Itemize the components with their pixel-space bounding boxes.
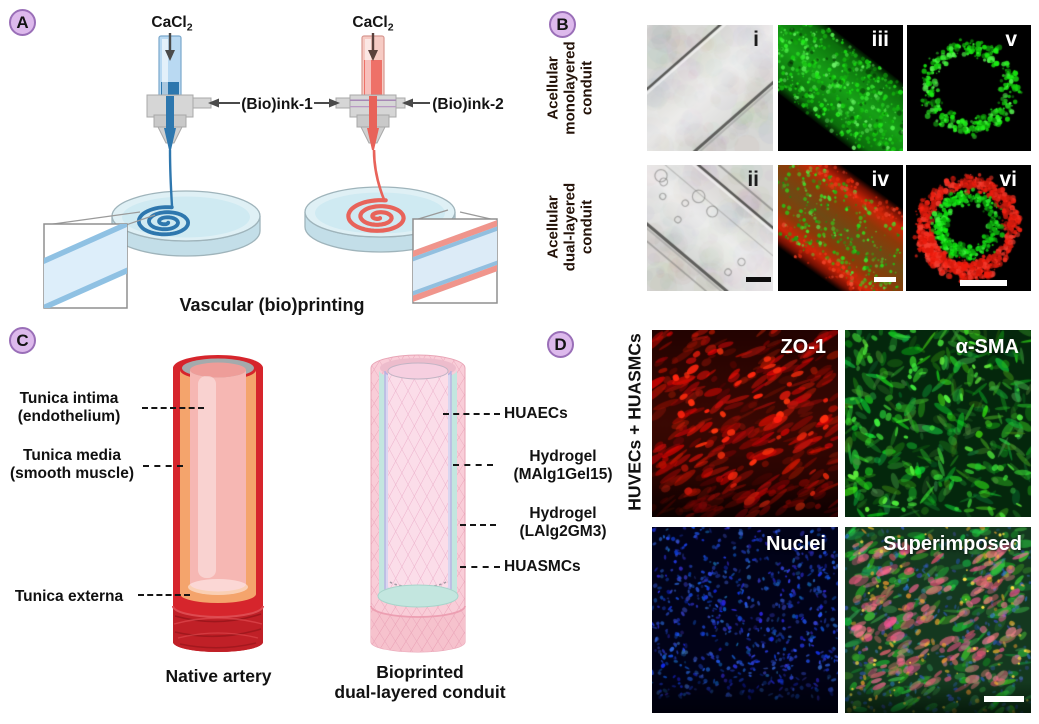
cacl2-arrow-right <box>368 33 378 61</box>
micrograph-nuclei <box>652 527 838 713</box>
micrograph-superimposed <box>845 527 1031 713</box>
numeral-ii: ii <box>747 168 759 191</box>
panel-d-badge: D <box>547 331 574 358</box>
native-artery-diagram <box>172 355 264 652</box>
nozzle-red <box>367 128 379 150</box>
printhead-right <box>335 35 406 203</box>
bioprinted-conduit-diagram <box>370 354 466 653</box>
dash-tunica-intima <box>142 407 204 409</box>
numeral-iv: iv <box>871 168 889 191</box>
row-label-monolayered: Acellular monolayered conduit <box>544 41 596 135</box>
micrograph-zo1 <box>652 330 838 517</box>
numeral-vi: vi <box>999 168 1017 191</box>
micrograph-redgreen-tube <box>778 165 903 291</box>
printed-spiral-red <box>346 198 406 233</box>
row-label-duallayered: Acellular dual-layered conduit <box>544 182 596 272</box>
tunica-externa-bottom <box>173 606 263 652</box>
scale-bar-iv <box>874 277 896 282</box>
filament-blue <box>168 149 174 207</box>
cacl2-label-right: CaCl2 <box>352 14 393 34</box>
dash-hydrogel-lalg <box>460 524 496 526</box>
bioink1-label: (Bio)ink-1 <box>241 96 313 113</box>
label-tunica-intima: Tunica intima(endothelium) <box>17 390 121 425</box>
cacl2-label-left: CaCl2 <box>151 14 192 34</box>
caption-native-artery: Native artery <box>165 666 272 686</box>
dash-tunica-externa <box>138 594 190 596</box>
micrograph-green-tube <box>778 25 903 151</box>
caption-bioprinted-conduit: Bioprinted dual-layered conduit <box>334 662 506 702</box>
tunica-intima-tube <box>190 370 246 592</box>
panel-c-badge: C <box>9 327 36 354</box>
printed-spiral-blue <box>136 205 191 237</box>
nozzle-blue <box>164 128 176 150</box>
label-zo1: ZO-1 <box>780 336 826 358</box>
bioprinting-schematic: CaCl2 CaCl2 (Bio)ink-1 (Bio)ink-2 Vascul… <box>43 14 504 315</box>
bioink2-arrow <box>402 98 430 108</box>
scale-bar-ii <box>746 277 771 282</box>
petri-dish-left <box>111 190 261 257</box>
label-superimposed: Superimposed <box>883 533 1022 555</box>
dash-huaecs <box>443 413 500 415</box>
inset-duallayer-tube <box>412 209 498 304</box>
huasmc-base-band <box>377 584 459 608</box>
numeral-iii: iii <box>871 28 889 51</box>
label-tunica-media: Tunica media(smooth muscle) <box>9 447 134 482</box>
dash-hydrogel-malg <box>453 464 493 466</box>
scale-bar-superimposed <box>984 696 1024 702</box>
label-hydrogel-lalg: Hydrogel(LAlg2GM3) <box>519 505 607 540</box>
panel-a-badge: A <box>9 9 36 36</box>
panel-a-caption: Vascular (bio)printing <box>179 295 364 315</box>
dash-huasmcs <box>460 566 500 568</box>
scale-bar-vi <box>960 280 1007 286</box>
printhead-left <box>146 35 212 207</box>
label-nuclei: Nuclei <box>765 533 826 555</box>
cacl2-arrow-left <box>165 33 175 61</box>
side-label-huvecs-huasmcs: HUVECs + HUASMCs <box>624 333 645 511</box>
micrograph-green-ring <box>907 25 1031 151</box>
micrograph-redgreen-ring <box>906 165 1031 291</box>
micrograph-brightfield-monolayer <box>647 25 773 151</box>
inset-monolayer-tube <box>43 211 156 309</box>
filament-red <box>372 149 387 203</box>
micrograph-asma <box>845 330 1031 517</box>
micrograph-brightfield-duallayer <box>647 165 773 291</box>
bioink1-arrow-right <box>314 98 340 108</box>
numeral-i: i <box>753 28 759 51</box>
label-huasmcs: HUASMCs <box>504 558 581 575</box>
bioink1-arrow-left <box>208 98 240 108</box>
label-huaecs: HUAECs <box>504 405 568 422</box>
bioink2-label: (Bio)ink-2 <box>432 96 503 113</box>
panel-b-badge: B <box>549 11 576 38</box>
label-hydrogel-malg: Hydrogel(MAlg1Gel15) <box>513 448 613 483</box>
label-tunica-externa: Tunica externa <box>14 588 124 605</box>
numeral-v: v <box>1005 28 1017 51</box>
dash-tunica-media <box>143 465 183 467</box>
label-asma: α-SMA <box>955 336 1019 358</box>
